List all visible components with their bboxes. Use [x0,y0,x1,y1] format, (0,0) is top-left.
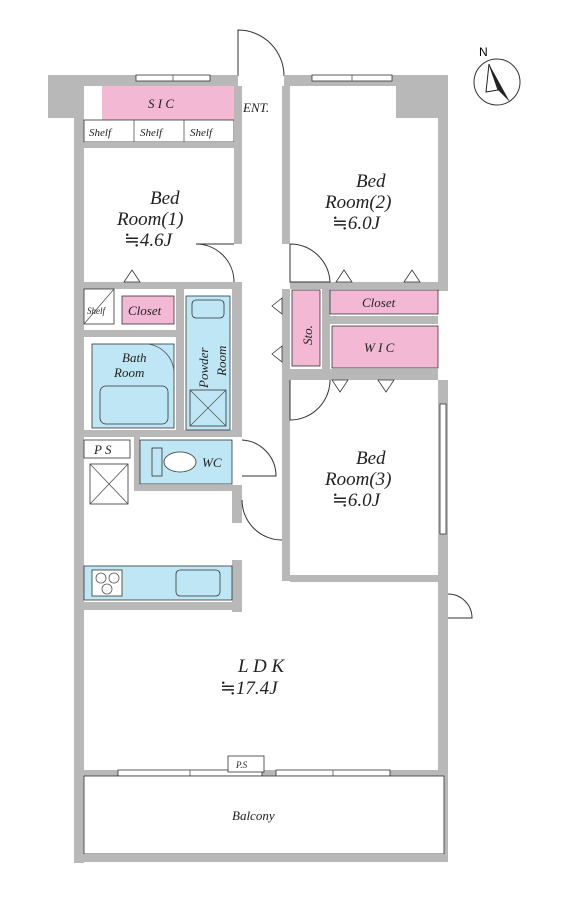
bath-label-line1: Bath [122,350,147,365]
wic-fill [331,325,439,369]
shelf-label-2: Shelf [140,127,164,139]
bedroom-2: Bed Room(2) ≒6.0J [289,171,421,283]
compass-arrow-icon [489,64,510,102]
sic-area: S I C ENT. Shelf Shelf Shelf [83,86,269,150]
compass: N [473,45,521,106]
interior-walls [84,86,438,612]
corner-block-tl [48,75,102,118]
bedroom2-size: ≒6.0J [332,213,382,234]
bedroom1-label-line2: Room(1) [116,209,183,230]
ps-label-1: P S [93,442,112,457]
ldk-size: ≒17.4J [220,678,279,699]
storage-label: Sto. [300,325,315,345]
shelf-small-label: Shelf [87,306,106,316]
entrance-label: ENT. [242,100,269,115]
sic-fill [102,86,234,120]
bath-label-line2: Room [113,365,144,380]
powder-label-line2: Room [214,346,229,377]
closet-1-fill [121,295,175,325]
closet-2-label: Closet [362,295,396,310]
sic-label: S I C [148,96,174,111]
windows [117,74,447,777]
compass-circle [473,58,521,106]
bedroom3-label-line1: Bed [356,448,386,469]
ldk: L D K ≒17.4J P.S [220,593,473,773]
kitchen [83,565,233,601]
closet-2-fill [329,289,439,315]
bathtub [99,385,169,425]
ps-label-2: P.S [235,760,248,770]
storage-area: Closet Sto. W I C [271,289,439,393]
entrance-door-swing [237,29,285,77]
powder-label-line1: Powder [196,347,211,389]
wc-label: WC [202,455,222,470]
storage-fill [291,289,321,367]
wash-basin [191,299,225,319]
balcony-label: Balcony [232,808,275,823]
entrance-door [237,29,285,77]
bedroom-1: Bed Room(1) ≒4.6J Shelf Closet [83,188,235,325]
ps-wc-area: P S WC [83,439,283,541]
toilet-icon [163,451,197,473]
bedroom3-label-line2: Room(3) [324,469,391,490]
closet-1-label: Closet [128,303,162,318]
corner-block-tr [396,86,448,118]
compass-arrow-outline-icon [485,63,499,93]
bedroom1-size: ≒4.6J [124,230,174,251]
bedroom3-size: ≒6.0J [332,490,382,511]
ldk-label: L D K [237,656,285,677]
kitchen-sink [175,569,221,597]
shelf-label-3: Shelf [190,127,214,139]
wic-label: W I C [364,340,395,355]
bedroom2-label-line2: Room(2) [324,192,391,213]
bedroom-3: Bed Room(3) ≒6.0J [289,379,391,511]
balcony: Balcony [74,775,448,862]
compass-north-label: N [479,45,488,59]
shelf-label-1: Shelf [89,127,113,139]
bedroom2-label-line1: Bed [356,171,386,192]
bedroom1-label-line1: Bed [150,188,180,209]
bath-area: Bath Room Powder Room [91,295,231,431]
